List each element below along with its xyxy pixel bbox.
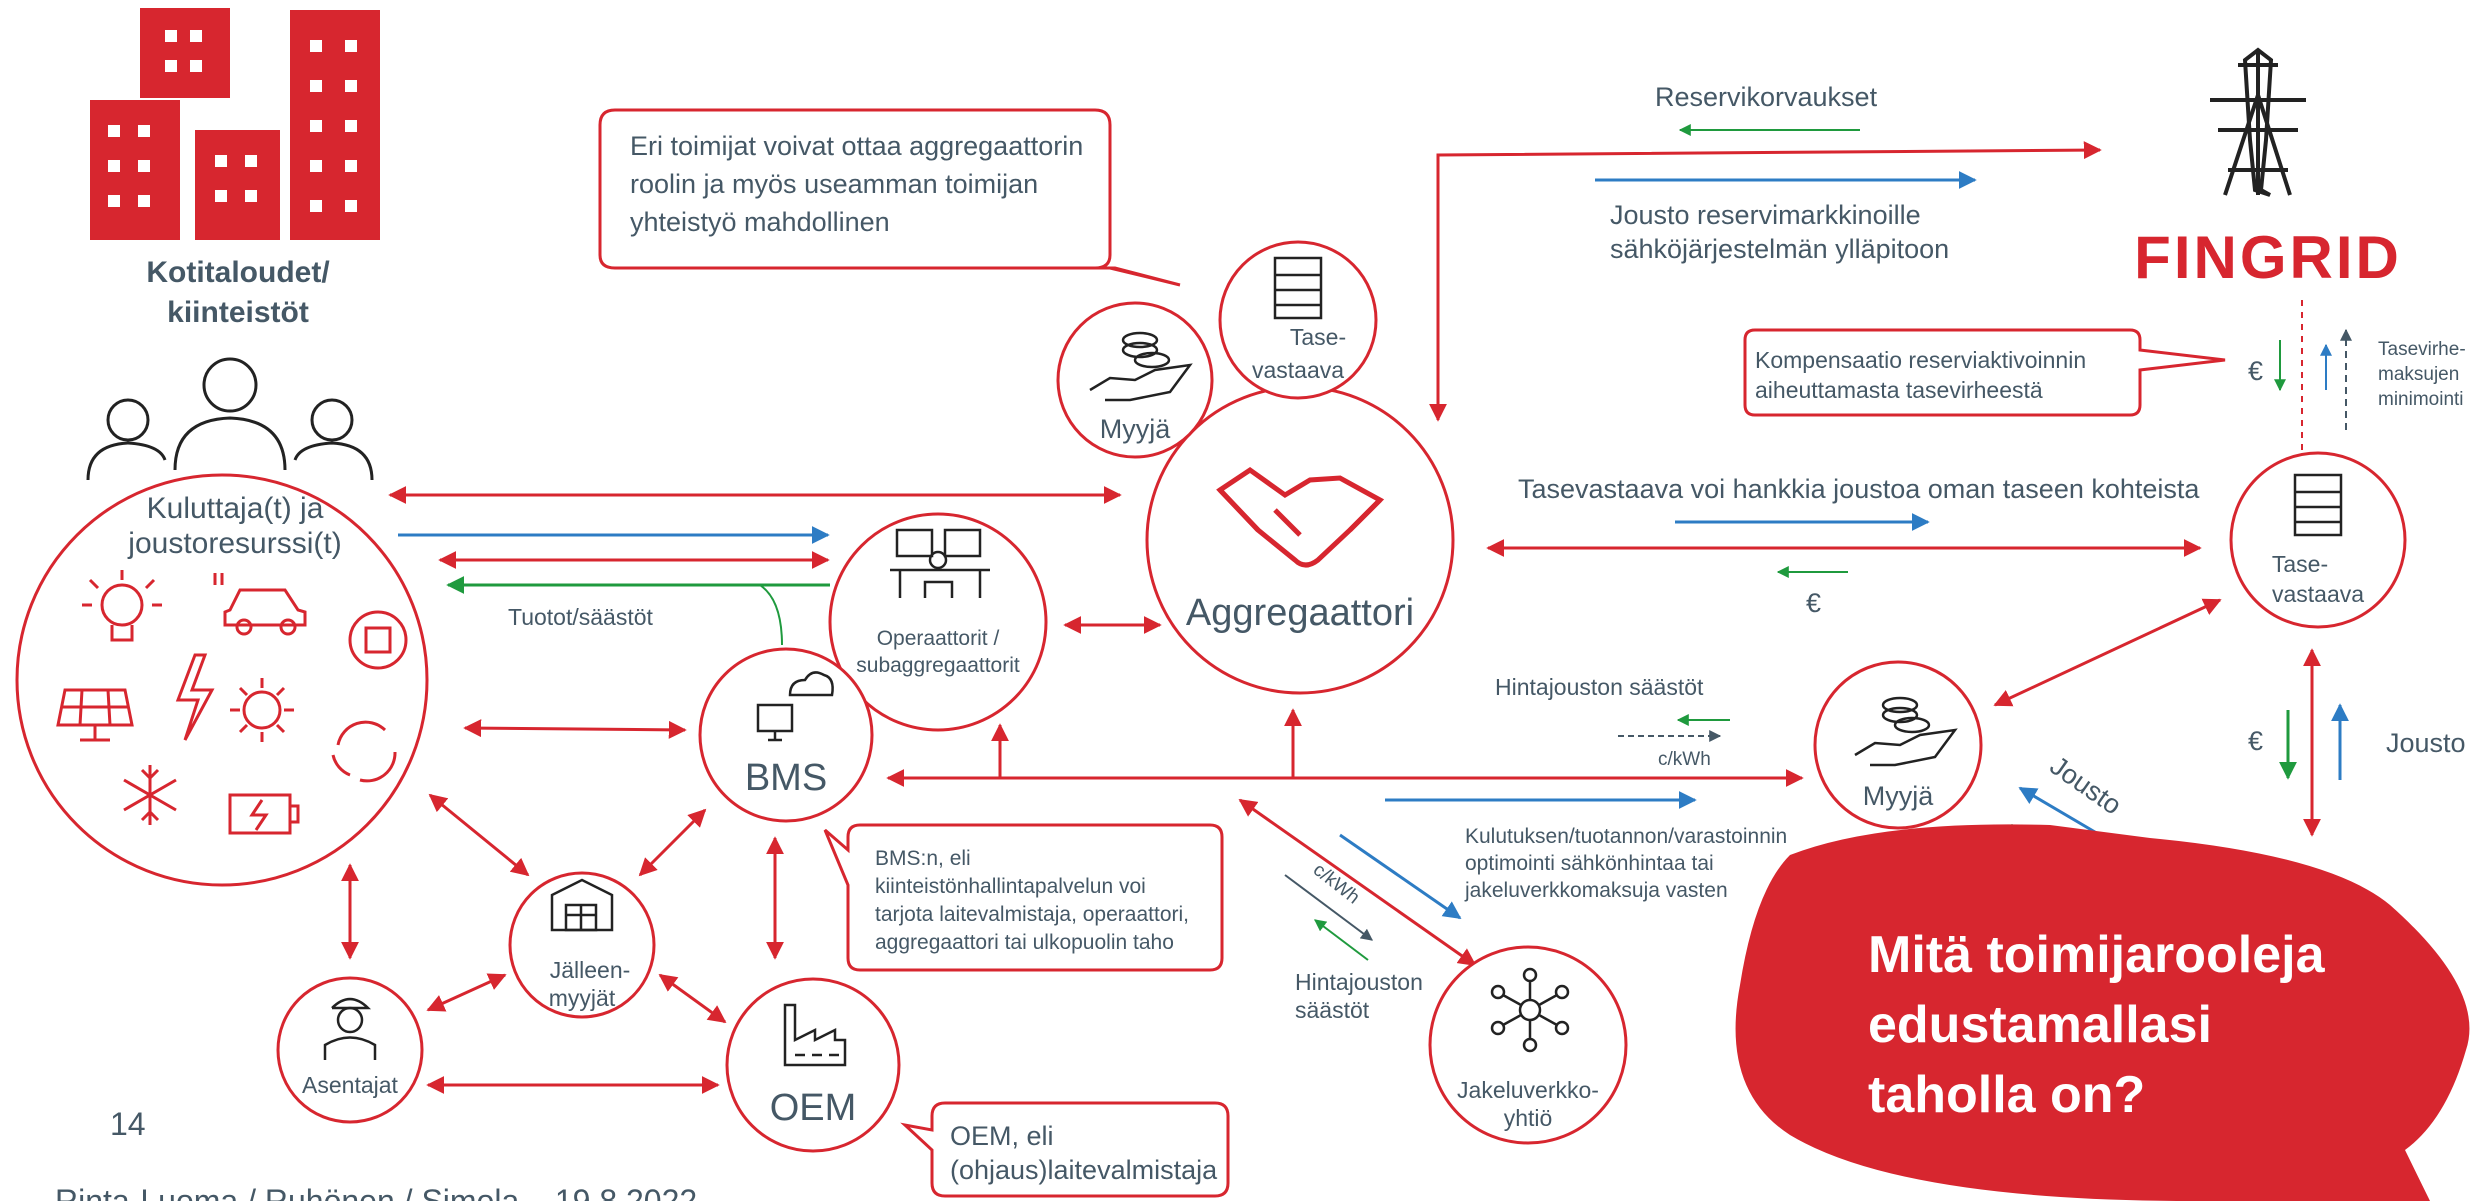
solar-panel-icon bbox=[56, 688, 134, 742]
dso-label-2: yhtiö bbox=[1504, 1105, 1553, 1131]
callout-oem-line1: OEM, eli bbox=[950, 1121, 1054, 1151]
cycle-icon bbox=[331, 720, 397, 783]
label-revenues: Tuotot/säästöt bbox=[508, 604, 654, 630]
callout-bms-line1: BMS:n, eli bbox=[875, 847, 971, 870]
callout-roles-line1: Eri toimijat voivat ottaa aggregaattorin bbox=[630, 131, 1083, 161]
coins-hand-icon bbox=[1089, 331, 1193, 402]
seller-left-label: Myyjä bbox=[1100, 414, 1171, 444]
callout-roles-line2: roolin ja myös useamman toimijan bbox=[630, 169, 1038, 199]
worker-icon bbox=[323, 997, 377, 1060]
abacus-icon bbox=[2293, 473, 2343, 537]
label-jousto-right: Jousto bbox=[2386, 728, 2466, 758]
resellers-node bbox=[508, 871, 656, 1019]
label-euro-right: € bbox=[2248, 726, 2263, 756]
seller-right-label: Myyjä bbox=[1863, 781, 1934, 811]
operators-label-2: subaggregaattorit bbox=[856, 654, 1020, 677]
label-imbalance-2: maksujen bbox=[2378, 364, 2459, 385]
recycle-box-icon bbox=[348, 610, 408, 670]
label-balance-flex: Tasevastaava voi hankkia joustoa oman ta… bbox=[1518, 474, 2200, 504]
label-price-flex-savings: Hintajouston säästöt bbox=[1495, 674, 1704, 700]
callout-bms-line2: kiinteistönhallintapalvelun voi bbox=[875, 875, 1146, 898]
label-euro-mid: € bbox=[1806, 588, 1821, 618]
resellers-label-2: myyjät bbox=[549, 985, 616, 1011]
oem-label: OEM bbox=[770, 1087, 857, 1129]
resellers-label-1: Jälleen- bbox=[550, 957, 631, 983]
network-icon bbox=[1490, 967, 1570, 1053]
fingrid-logo: FINGRID bbox=[2134, 224, 2402, 291]
label-flex-reserve-2: sähköjärjestelmän ylläpitoon bbox=[1610, 234, 1949, 264]
bms-node bbox=[698, 647, 874, 823]
bms-label: BMS bbox=[745, 757, 827, 799]
callout-compensation-line1: Kompensaatio reserviaktivoinnin bbox=[1755, 347, 2086, 373]
dso-label-1: Jakeluverkko- bbox=[1457, 1077, 1599, 1103]
consumer-circle bbox=[15, 473, 429, 887]
label-price-flex-1: Hintajouston bbox=[1295, 969, 1423, 995]
workstation-icon bbox=[890, 528, 990, 598]
lightning-icon bbox=[175, 653, 215, 741]
cta-line3: taholla on? bbox=[1868, 1066, 2145, 1124]
lightbulb-icon bbox=[82, 570, 162, 642]
operators-node bbox=[828, 512, 1048, 732]
cta-bubble: Mitä toimijarooleja edustamallasi taholl… bbox=[1735, 824, 2470, 1201]
operators-label-1: Operaattorit / bbox=[877, 627, 1000, 650]
callout-compensation-line2: aiheuttamasta tasevirheestä bbox=[1755, 377, 2043, 403]
electric-car-icon bbox=[213, 573, 307, 636]
balance-left-label-2: vastaava bbox=[1252, 357, 1344, 383]
label-optimization-1: Kulutuksen/tuotannon/varastoinnin bbox=[1465, 825, 1787, 848]
snowflake-icon bbox=[123, 765, 177, 825]
installers-node bbox=[276, 976, 424, 1124]
label-reserve-compensation: Reservikorvaukset bbox=[1655, 82, 1878, 112]
abacus-icon bbox=[1273, 256, 1323, 320]
balance-left-label-1: Tase- bbox=[1290, 324, 1346, 350]
callout-roles: Eri toimijat voivat ottaa aggregaattorin… bbox=[598, 108, 1181, 287]
handshake-icon bbox=[1216, 466, 1385, 568]
footer-text: Rinta-Luoma / Ruhönen / Simola – 19.8.20… bbox=[55, 1183, 697, 1201]
page-number: 14 bbox=[110, 1106, 146, 1142]
buildings-label-1: Kotitaloudet/ bbox=[146, 256, 330, 289]
label-price-flex-2: säästöt bbox=[1295, 997, 1370, 1023]
buildings-icon bbox=[90, 8, 380, 240]
buildings-label-2: kiinteistöt bbox=[167, 296, 309, 329]
label-euro-fingrid: € bbox=[2248, 356, 2263, 386]
balance-right-label-1: Tase- bbox=[2272, 551, 2328, 577]
label-optimization-3: jakeluverkkomaksuja vasten bbox=[1464, 879, 1728, 902]
people-icon bbox=[86, 357, 374, 481]
cta-line2: edustamallasi bbox=[1868, 996, 2212, 1054]
label-flex-reserve-1: Jousto reservimarkkinoille bbox=[1610, 200, 1921, 230]
callout-roles-line3: yhteistyö mahdollinen bbox=[630, 207, 890, 237]
dso-node bbox=[1428, 945, 1628, 1145]
consumer-label-2: joustoresurssi(t) bbox=[127, 527, 341, 560]
warehouse-icon bbox=[550, 878, 614, 932]
aggregator-label: Aggregaattori bbox=[1186, 592, 1414, 634]
sun-icon bbox=[230, 678, 294, 742]
cta-line1: Mitä toimijarooleja bbox=[1868, 926, 2326, 984]
balance-right-label-2: vastaava bbox=[2272, 581, 2364, 607]
balance-left-node bbox=[1218, 240, 1378, 400]
label-optimization-2: optimointi sähkönhintaa tai bbox=[1465, 852, 1714, 875]
balance-right-node bbox=[2229, 451, 2407, 629]
callout-oem: OEM, eli (ohjaus)laitevalmistaja bbox=[900, 1101, 1230, 1198]
coins-hand-icon bbox=[1854, 696, 1958, 767]
installers-label: Asentajat bbox=[302, 1072, 399, 1098]
callout-bms-line4: aggregaattori tai ulkopuolin taho bbox=[875, 931, 1174, 954]
callout-compensation: Kompensaatio reserviaktivoinnin aiheutta… bbox=[1743, 328, 2226, 417]
consumer-label-1: Kuluttaja(t) ja bbox=[147, 492, 324, 525]
callout-bms: BMS:n, eli kiinteistönhallintapalvelun v… bbox=[823, 823, 1224, 972]
power-tower-icon bbox=[2210, 47, 2306, 197]
label-imbalance-3: minimointi bbox=[2378, 389, 2464, 410]
label-ckwh: c/kWh bbox=[1658, 749, 1711, 770]
battery-icon bbox=[228, 793, 300, 835]
label-imbalance-1: Tasevirhe- bbox=[2378, 339, 2466, 360]
callout-bms-line3: tarjota laitevalmistaja, operaattori, bbox=[875, 903, 1189, 926]
cloud-computer-icon bbox=[756, 671, 834, 742]
factory-icon bbox=[783, 1003, 847, 1067]
callout-oem-line2: (ohjaus)laitevalmistaja bbox=[950, 1155, 1218, 1185]
